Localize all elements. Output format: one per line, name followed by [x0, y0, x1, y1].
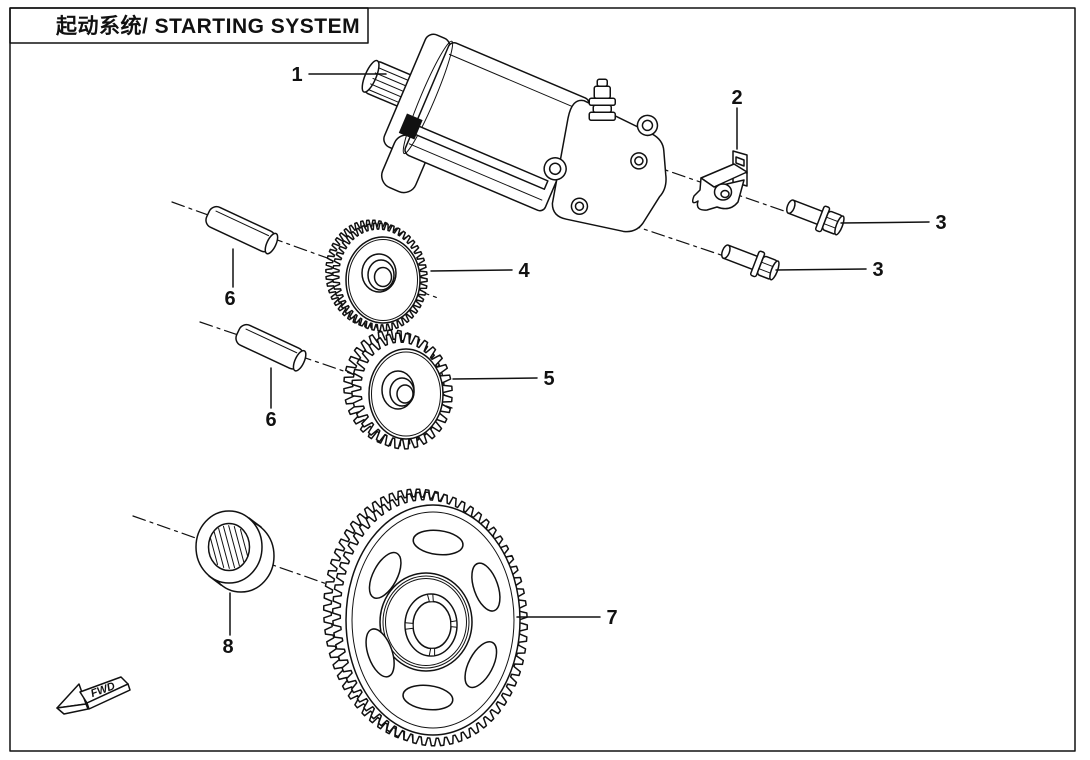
callout-2: 2: [731, 87, 742, 109]
axis-bolt-upper: [647, 163, 791, 214]
starter-driven-gear: [322, 488, 529, 747]
callout-6a: 6: [224, 288, 235, 310]
idler-gear-a: [325, 219, 428, 332]
terminal-stud: [588, 78, 616, 122]
flange-bolt-lower: [720, 244, 780, 281]
idler-shaft-a: [205, 205, 279, 255]
idler-gear-b: [343, 329, 453, 450]
cable-bracket: [691, 150, 748, 211]
title-box: 起动系统/ STARTING SYSTEM: [9, 7, 369, 44]
starter-motor: [361, 33, 667, 233]
callout-5: 5: [543, 368, 554, 390]
hex-boss: [636, 114, 659, 137]
callout-6b: 6: [265, 409, 276, 431]
callout-8: 8: [222, 636, 233, 658]
idler-shaft-b: [235, 323, 307, 372]
page-title: 起动系统/ STARTING SYSTEM: [55, 14, 360, 38]
needle-bearing: [195, 510, 275, 593]
fwd-arrow: FWD: [56, 676, 131, 715]
callout-1: 1: [291, 64, 302, 86]
page-border: [9, 7, 1076, 752]
callout-3b: 3: [872, 259, 883, 281]
callout-3a: 3: [935, 212, 946, 234]
hex-boss: [543, 157, 567, 181]
callout-4: 4: [518, 260, 530, 282]
callout-7: 7: [606, 607, 617, 629]
flange-bolt-upper: [785, 199, 845, 236]
callouts: 1 2 3 3 4 5 6 6 7 8: [222, 64, 946, 658]
